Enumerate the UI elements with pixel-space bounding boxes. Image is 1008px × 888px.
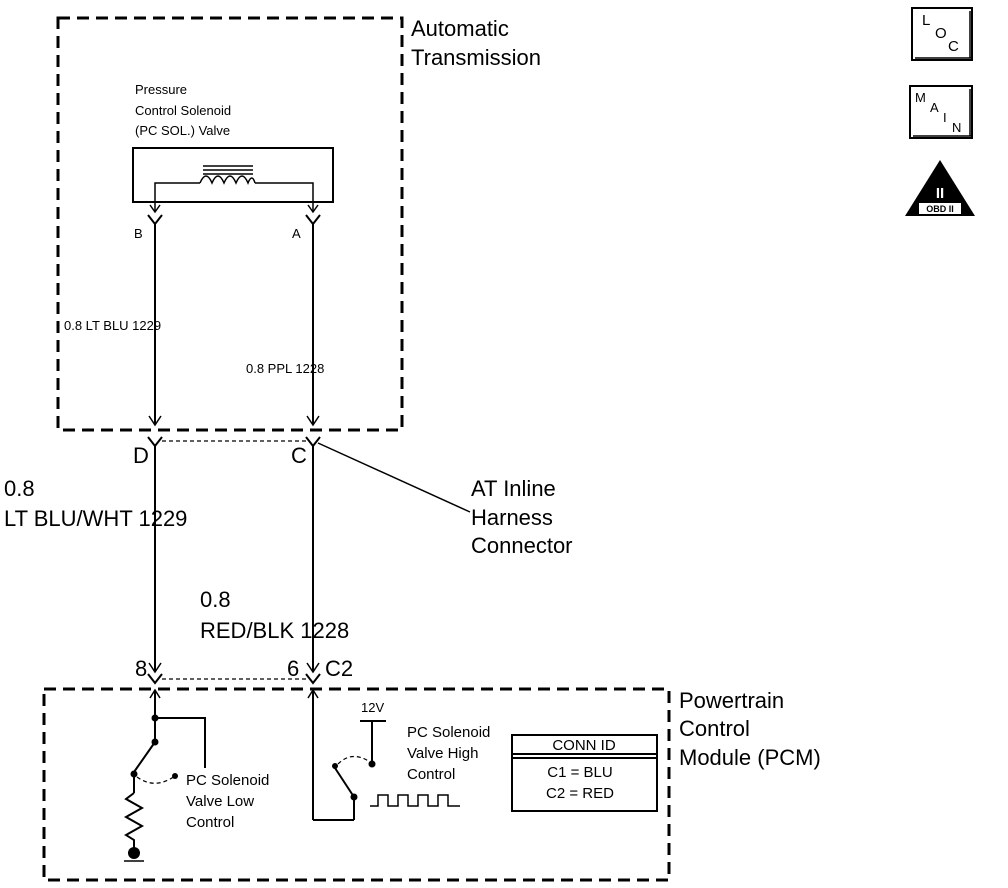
conn-id-row-1: C1 = BLU <box>547 764 612 781</box>
transmission-label-line1: Automatic <box>411 16 509 41</box>
pcm-pin-6-terminal <box>305 673 321 685</box>
main-icon-letter-i: I <box>943 110 947 125</box>
pwm-waveform <box>370 794 460 807</box>
pcm-label-line3: Module (PCM) <box>679 745 821 770</box>
conn-id-header: CONN ID <box>552 737 616 754</box>
conn-id-row-2: C2 = RED <box>546 785 614 802</box>
obd-ii-label: OBD II <box>926 204 954 214</box>
high-control-label-line2: Valve High <box>407 745 478 762</box>
pcm-pin-6-label: 6 <box>287 656 299 681</box>
pc-solenoid-label-line3: (PC SOL.) Valve <box>135 123 230 138</box>
pcm-pin-8-label: 8 <box>135 656 147 681</box>
inline-connector-label-line3: Connector <box>471 533 573 558</box>
main-icon-letter-m: M <box>915 90 926 105</box>
pcm-connector-label: C2 <box>325 656 353 681</box>
high-switch-blade <box>334 767 355 798</box>
obd-ii-icon[interactable]: II OBD II <box>905 160 975 216</box>
inline-pin-c-label: C <box>291 443 307 468</box>
wire-1228-color: RED/BLK 1228 <box>200 618 349 643</box>
inline-connector-label-line2: Harness <box>471 505 553 530</box>
main-icon-letter-n: N <box>952 120 961 135</box>
main-icon-letter-a: A <box>930 100 939 115</box>
wire-1228-internal-label: 0.8 PPL 1228 <box>246 361 324 376</box>
inline-pin-d-terminal <box>147 436 163 448</box>
low-control-circuit <box>123 688 206 862</box>
transmission-label-line2: Transmission <box>411 45 541 70</box>
high-control-label-line3: Control <box>407 766 455 783</box>
pcm-pin-8-terminal <box>147 673 163 685</box>
loc-icon-letter-c: C <box>948 38 959 55</box>
inline-pin-d-label: D <box>133 443 149 468</box>
conn-id-table <box>511 734 658 812</box>
inline-connector-leader <box>317 442 471 513</box>
high-control-circuit <box>307 688 460 821</box>
wire-1228-gauge: 0.8 <box>200 587 231 612</box>
low-control-label-line2: Valve Low <box>186 793 254 810</box>
loc-icon-letter-o: O <box>935 25 947 42</box>
pin-b-terminal <box>147 214 163 226</box>
pcm-label-line1: Powertrain <box>679 688 784 713</box>
loc-icon[interactable]: L O C <box>911 7 973 61</box>
high-control-label-line1: PC Solenoid <box>407 724 490 741</box>
main-icon[interactable]: M A I N <box>909 85 973 139</box>
inline-pin-c-terminal <box>305 436 321 448</box>
pcm-boundary <box>42 687 671 882</box>
low-switch-blade <box>133 741 156 773</box>
ground-symbol <box>128 847 140 859</box>
transmission-boundary <box>56 16 404 432</box>
inline-connector-label-line1: AT Inline <box>471 476 556 501</box>
obd-ii-numeral: II <box>936 185 944 202</box>
supply-voltage-label: 12V <box>361 700 384 715</box>
low-control-label-line3: Control <box>186 814 234 831</box>
pin-a-label: A <box>292 226 301 241</box>
low-resistor <box>123 792 145 848</box>
solenoid-coil <box>199 175 256 185</box>
pc-solenoid <box>132 147 334 214</box>
pin-a-terminal <box>305 214 321 226</box>
pc-solenoid-label-line2: Control Solenoid <box>135 103 231 118</box>
pcm-label-line2: Control <box>679 716 750 741</box>
low-control-label-line1: PC Solenoid <box>186 772 269 789</box>
pc-solenoid-label-line1: Pressure <box>135 82 187 97</box>
loc-icon-letter-l: L <box>922 12 930 29</box>
pin-b-label: B <box>134 226 143 241</box>
wire-1229-color: LT BLU/WHT 1229 <box>4 506 187 531</box>
wire-1229-gauge: 0.8 <box>4 476 35 501</box>
wire-1229-internal-label: 0.8 LT BLU 1229 <box>64 318 161 333</box>
